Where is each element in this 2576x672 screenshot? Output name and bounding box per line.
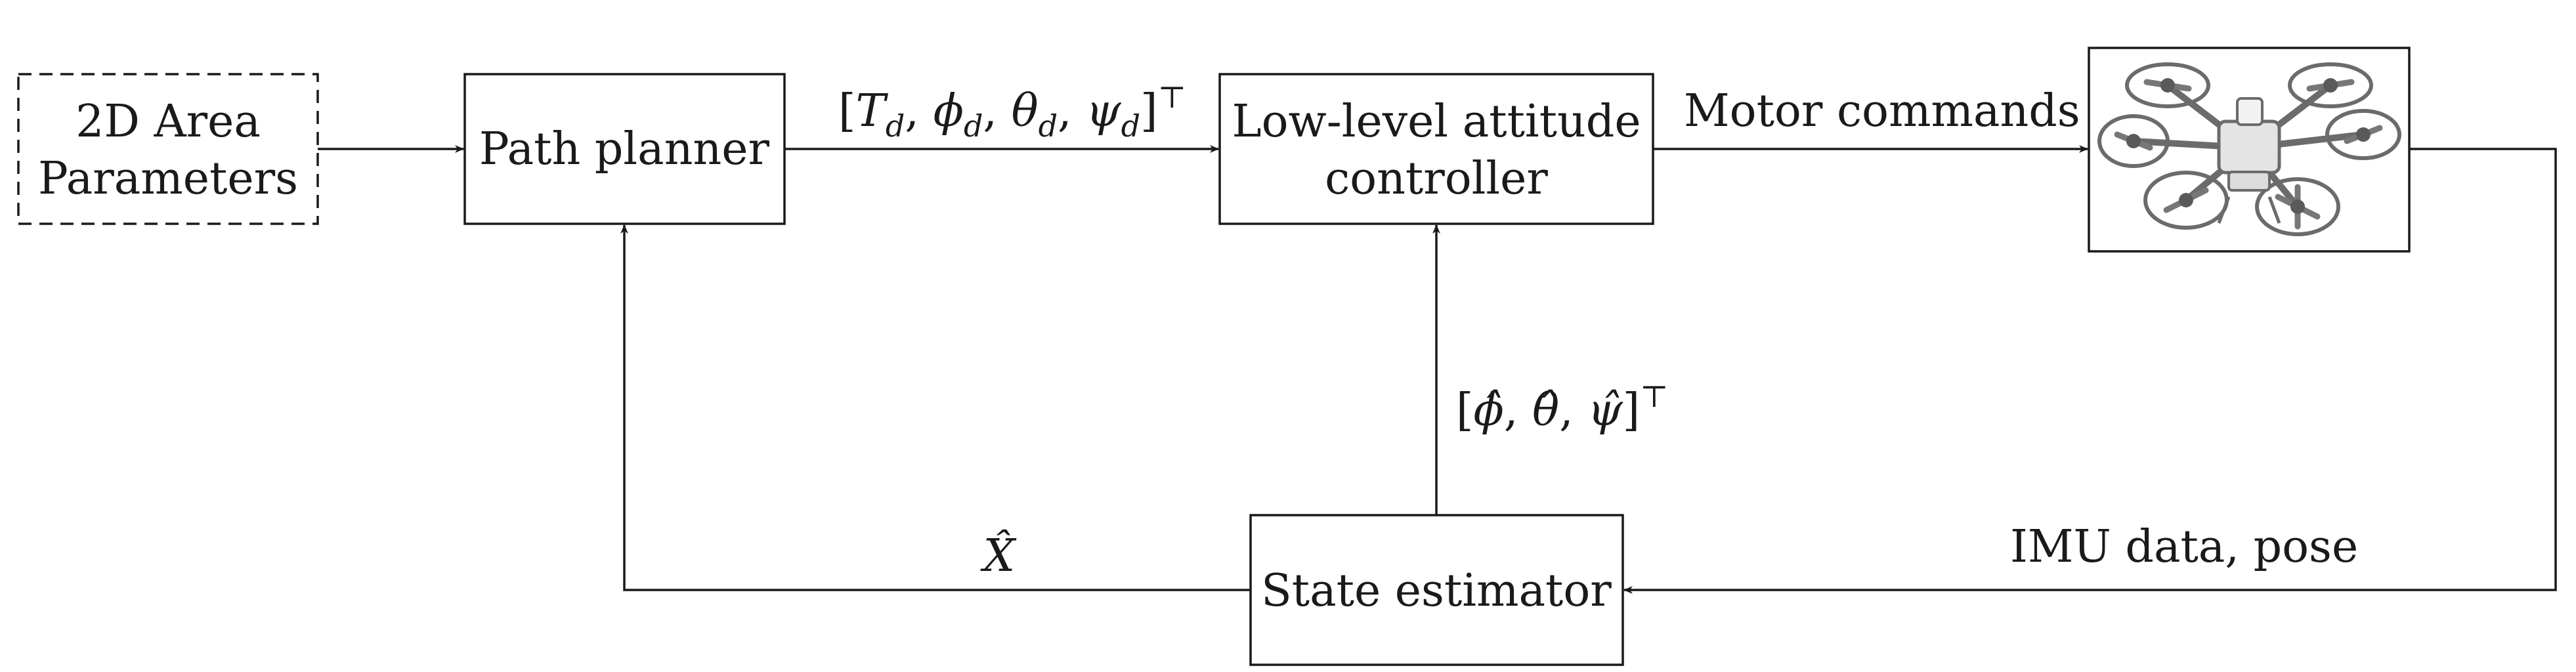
transpose-symbol: ⊤ <box>1640 379 1668 414</box>
imu-data-label: IMU data, pose <box>2010 521 2358 573</box>
drone-image-block <box>2088 47 2411 253</box>
area-parameters-line1: 2D Area <box>75 96 261 148</box>
theta-subscript: d <box>1039 108 1058 144</box>
motor-commands-label: Motor commands <box>1684 85 2080 137</box>
path-planner-block: Path planner <box>463 73 786 225</box>
arrow-estimator-to-planner <box>620 224 1251 591</box>
path-planner-label: Path planner <box>479 123 770 175</box>
separator-1: , <box>1504 385 1532 436</box>
state-estimator-block: State estimator <box>1249 514 1624 666</box>
state-hat-label: X̂ <box>980 530 1017 582</box>
phi-symbol: ϕ <box>934 85 964 137</box>
psi-subscript: d <box>1121 108 1140 144</box>
bracket-close: ] <box>1623 385 1641 436</box>
theta-hat-symbol: θ̂ <box>1532 385 1559 436</box>
psi-hat-symbol: ψ̂ <box>1587 385 1623 436</box>
estimated-attitude-label: [ϕ̂, θ̂, ψ̂]⊤ <box>1456 379 1668 436</box>
transpose-symbol: ⊤ <box>1158 79 1186 115</box>
bracket-open: [ <box>838 85 856 137</box>
separator-2: , <box>1559 385 1587 436</box>
thrust-symbol: T <box>856 85 889 137</box>
bracket-open: [ <box>1456 385 1474 436</box>
separator-2: , <box>983 85 1011 137</box>
theta-symbol: θ <box>1012 85 1039 137</box>
attitude-controller-line1: Low-level attitude <box>1232 96 1641 148</box>
area-parameters-line2: Parameters <box>38 153 298 205</box>
desired-setpoint-label: [Td, ϕd, θd, ψd]⊤ <box>838 79 1186 144</box>
phi-subscript: d <box>964 108 983 144</box>
attitude-controller-block: Low-level attitude controller <box>1218 73 1654 225</box>
psi-symbol: ψ <box>1086 85 1121 137</box>
arrow-drone-to-estimator <box>1623 148 2557 594</box>
separator-3: , <box>1058 85 1086 137</box>
thrust-subscript: d <box>886 108 905 144</box>
phi-hat-symbol: ϕ̂ <box>1474 385 1504 436</box>
state-estimator-label: State estimator <box>1261 565 1612 617</box>
hexacopter-drone <box>2097 62 2401 236</box>
bracket-close: ] <box>1140 85 1158 137</box>
separator-1: , <box>905 85 933 137</box>
attitude-controller-line2: controller <box>1325 153 1548 205</box>
area-parameters-block: 2D Area Parameters <box>17 73 319 225</box>
